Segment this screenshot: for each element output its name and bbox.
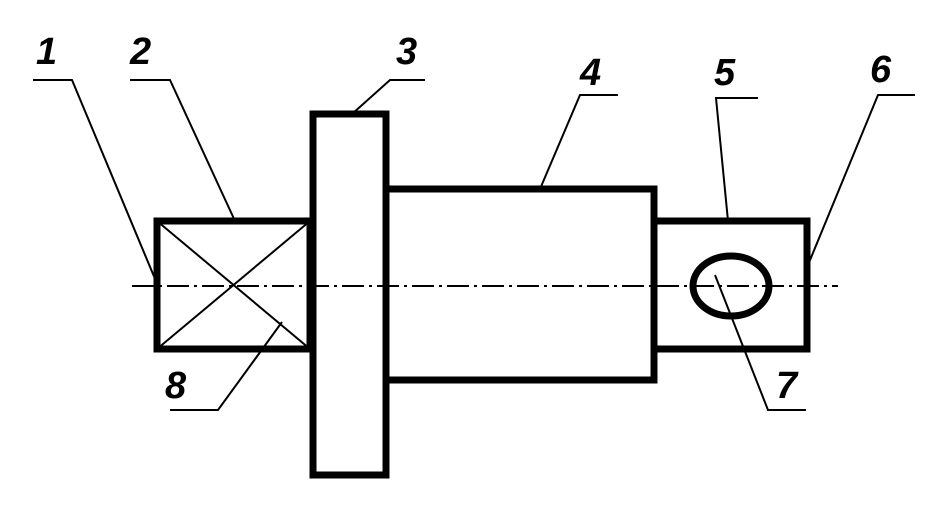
leader-7 [714, 274, 806, 411]
callout-label-8: 8 [165, 365, 187, 407]
leader-4 [539, 94, 618, 190]
callout-label-2: 2 [129, 31, 151, 73]
leader-2 [130, 79, 236, 222]
shaft-body [153, 110, 811, 479]
callout-label-3: 3 [396, 31, 417, 73]
callout-label-4: 4 [579, 52, 601, 94]
leader-5 [714, 97, 758, 222]
callout-labels: 1 2 3 4 5 6 7 8 [36, 31, 892, 407]
square-diagonal-2 [156, 220, 311, 350]
callout-label-6: 6 [870, 49, 892, 91]
callout-label-5: 5 [714, 52, 736, 94]
callout-label-1: 1 [36, 31, 57, 73]
leader-8 [170, 321, 283, 411]
leader-6 [807, 94, 915, 266]
leader-3 [351, 79, 425, 115]
leader-lines [33, 79, 915, 411]
main-cylinder [382, 185, 658, 384]
callout-label-7: 7 [776, 365, 799, 407]
leader-1 [33, 79, 159, 287]
flange-collar [309, 110, 390, 479]
